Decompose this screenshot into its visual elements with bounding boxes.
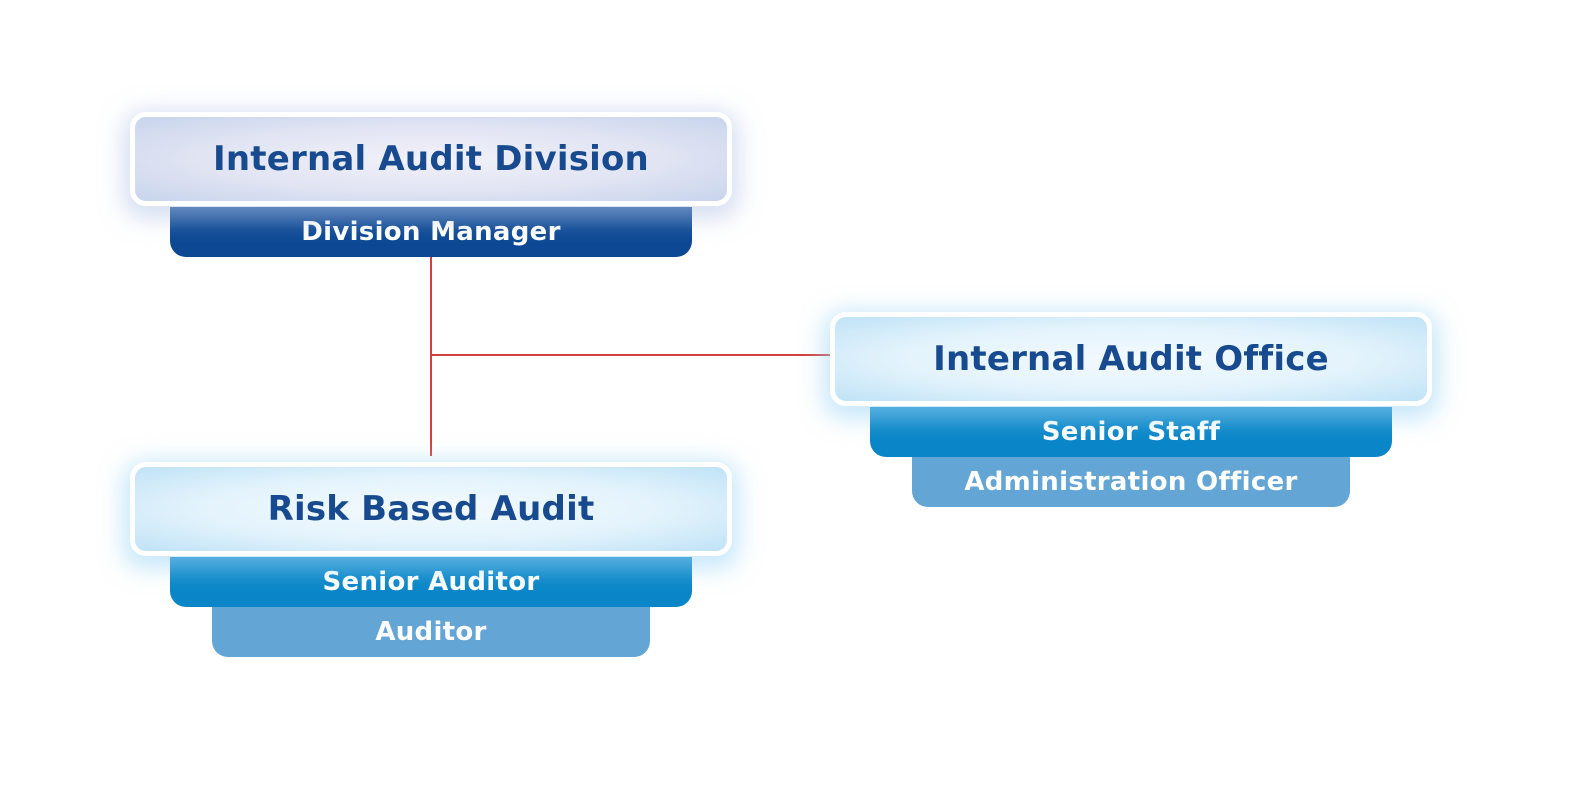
- connector-horizontal: [430, 354, 830, 356]
- role-senior-staff: Senior Staff: [870, 407, 1392, 457]
- role-division-manager: Division Manager: [170, 207, 692, 257]
- role-auditor: Auditor: [212, 607, 650, 657]
- connector-vertical: [430, 256, 432, 456]
- node-title: Internal Audit Division: [130, 112, 732, 206]
- role-senior-auditor: Senior Auditor: [170, 557, 692, 607]
- node-title: Risk Based Audit: [130, 462, 732, 556]
- node-title: Internal Audit Office: [830, 312, 1432, 406]
- role-administration-officer: Administration Officer: [912, 457, 1350, 507]
